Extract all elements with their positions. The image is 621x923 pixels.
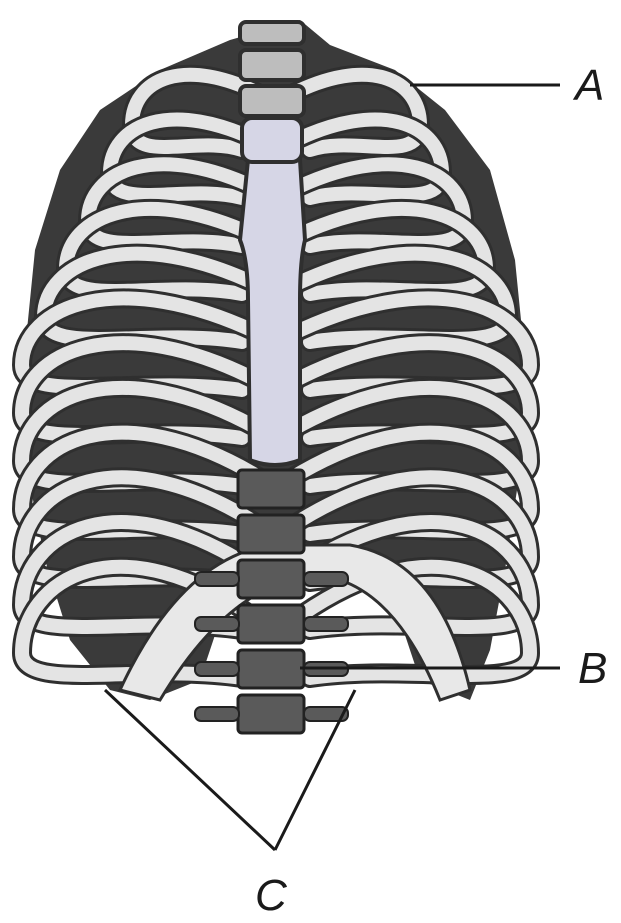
label-b: B — [578, 644, 607, 693]
manubrium — [242, 118, 302, 162]
vertebra — [240, 22, 304, 44]
transverse-process — [195, 617, 239, 631]
vertebra — [238, 605, 304, 643]
sternum — [240, 155, 305, 465]
vertebra — [238, 695, 304, 733]
rib-cage-illustration — [22, 20, 530, 733]
vertebra — [240, 50, 304, 80]
transverse-process — [195, 707, 239, 721]
transverse-process — [195, 662, 239, 676]
transverse-process — [195, 572, 239, 586]
vertebra — [240, 86, 304, 116]
label-c: C — [255, 871, 288, 920]
transverse-process — [304, 617, 348, 631]
label-a: A — [572, 61, 604, 110]
transverse-process — [304, 572, 348, 586]
vertebra — [238, 650, 304, 688]
vertebra — [238, 560, 304, 598]
vertebra — [238, 470, 304, 508]
vertebra — [238, 515, 304, 553]
